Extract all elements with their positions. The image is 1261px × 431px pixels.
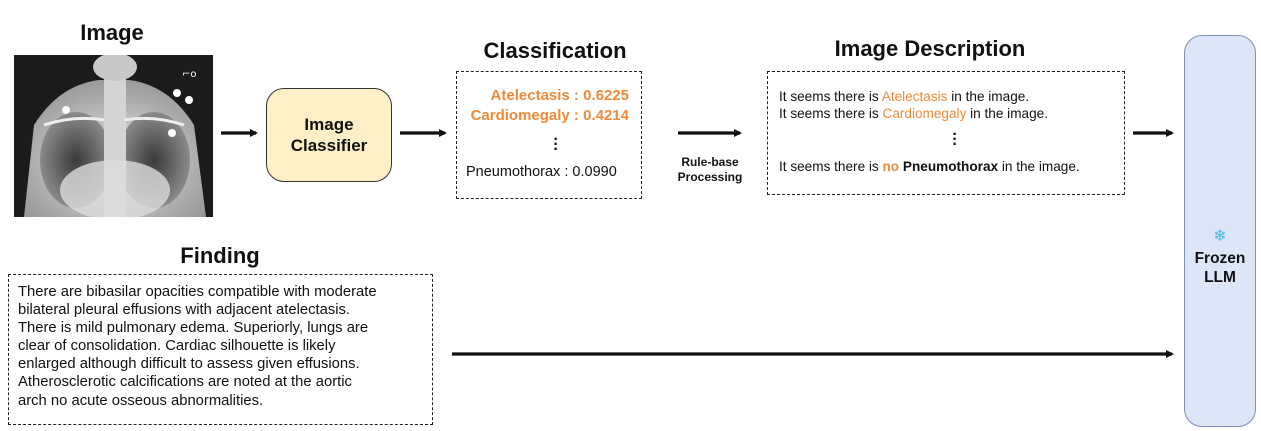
class-label: Cardiomegaly (470, 107, 570, 124)
image-description-box: It seems there is Atelectasis in the ima… (767, 71, 1125, 195)
frozen-llm-box: ❄ Frozen LLM (1184, 35, 1256, 427)
ellipsis-dots: ··· (952, 126, 958, 153)
finding-term: Atelectasis (881, 89, 948, 104)
description-line: It seems there is Atelectasis in the ima… (779, 89, 1030, 104)
finding-term: Pneumothorax (902, 159, 999, 174)
class-label: Pneumothorax (466, 164, 561, 180)
finding-line: arch no acute osseous abnormalities. (18, 392, 264, 409)
rule-label-line1: Rule-base (681, 155, 739, 169)
classifier-label-line2: Classifier (290, 136, 368, 155)
rule-label-line2: Processing (677, 170, 743, 184)
snowflake-icon: ❄ (1213, 228, 1227, 245)
finding-box: There are bibasilar opacities compatible… (8, 274, 433, 425)
finding-line: clear of consolidation. Cardiac silhouet… (18, 338, 336, 355)
image-classifier-box: Image Classifier (266, 88, 392, 182)
classifier-label-line1: Image (304, 115, 354, 134)
finding-line: Atherosclerotic calcifications are noted… (18, 374, 352, 391)
finding-title: Finding (180, 243, 260, 268)
class-score: 0.6225 (583, 87, 629, 104)
finding-term: Cardiomegaly (882, 106, 967, 121)
classification-title: Classification (483, 38, 627, 63)
classification-row: Atelectasis : 0.6225 (490, 87, 629, 104)
class-label: Atelectasis (490, 87, 570, 104)
svg-text:⌐o: ⌐o (182, 69, 197, 80)
llm-label: Frozen LLM (1194, 250, 1246, 286)
chest-xray-image: ⌐o (14, 55, 213, 217)
xray-illustration: ⌐o (14, 55, 213, 217)
finding-line: There are bibasilar opacities compatible… (18, 284, 377, 300)
image-title: Image (80, 20, 144, 45)
classification-row: Cardiomegaly : 0.4214 (470, 107, 629, 124)
rule-based-processing-label: Rule-base Processing (670, 155, 750, 185)
ellipsis-dots: ··· (553, 131, 559, 158)
classification-box: Atelectasis : 0.6225 Cardiomegaly : 0.42… (456, 71, 642, 199)
finding-text: There are bibasilar opacities compatible… (18, 283, 424, 410)
description-line: It seems there is no Pneumothorax in the… (779, 159, 1080, 174)
image-description-title: Image Description (834, 36, 1026, 61)
class-score: 0.4214 (583, 107, 629, 124)
description-line: It seems there is Cardiomegaly in the im… (779, 106, 1048, 121)
negation-word: no (882, 159, 900, 174)
class-score: 0.0990 (572, 164, 617, 180)
finding-line: bilateral pleural effusions with adjacen… (18, 302, 351, 319)
finding-line: enlarged although difficult to assess gi… (18, 356, 360, 373)
finding-line: There is mild pulmonary edema. Superiorl… (18, 320, 369, 337)
classification-row: Pneumothorax : 0.0990 (466, 164, 617, 180)
